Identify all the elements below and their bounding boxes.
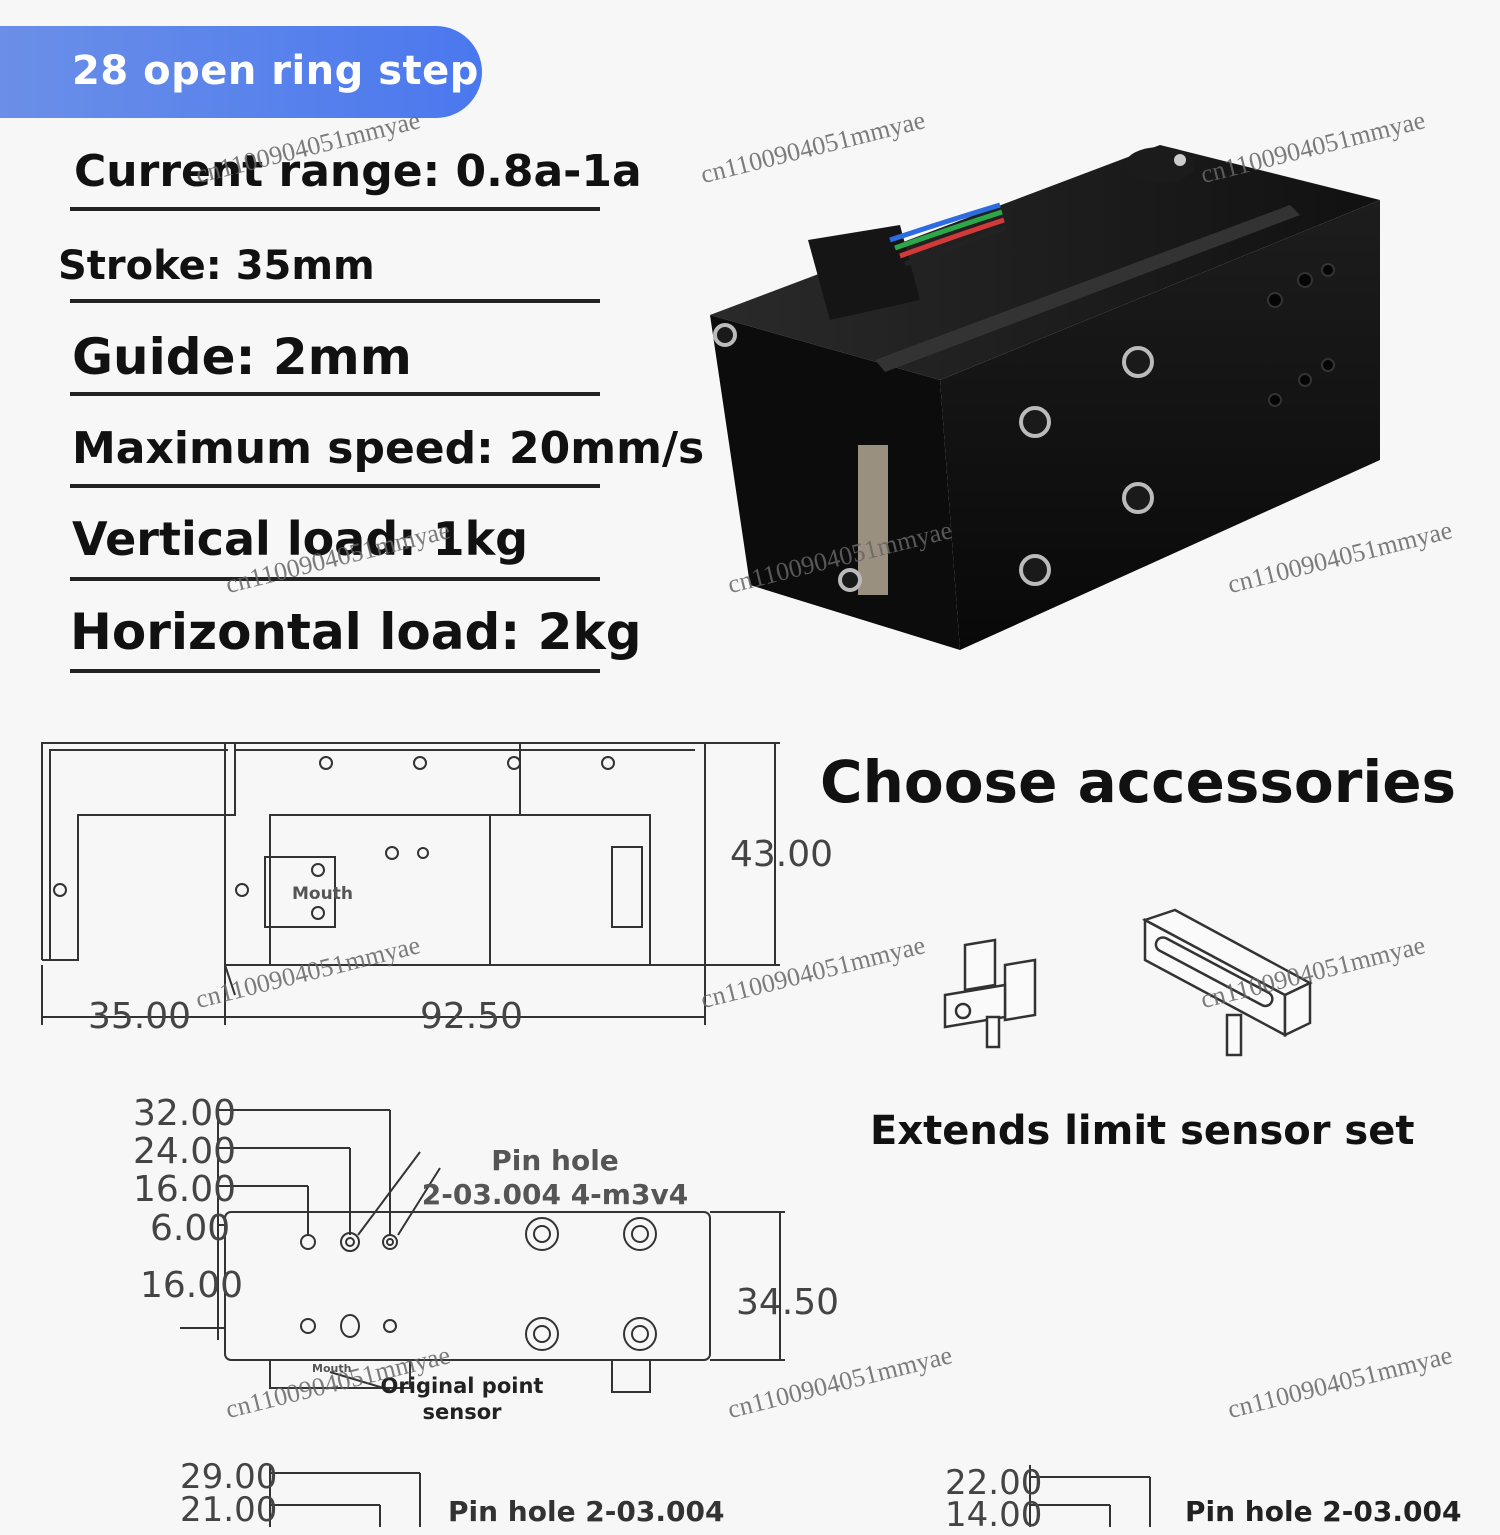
dim-height-43: 43.00 xyxy=(730,834,834,875)
dim-height-34: 34.50 xyxy=(736,1282,840,1323)
watermark: cn1100904051mmyae xyxy=(1224,1340,1456,1425)
page-title: 28 open ring step xyxy=(72,48,479,94)
side-view-drawing xyxy=(41,742,780,1025)
mouth-label-small: Mouth xyxy=(312,1362,352,1375)
accessories-heading: Choose accessories xyxy=(820,748,1457,816)
divider xyxy=(70,392,600,396)
sensor-label: Original point xyxy=(380,1374,544,1398)
dim-16-vertical: 16.00 xyxy=(140,1265,244,1306)
accessories-caption: Extends limit sensor set xyxy=(870,1108,1415,1154)
divider xyxy=(70,669,600,673)
dim-left-35: 35.00 xyxy=(88,996,192,1037)
spec-vertical-load: Vertical load: 1kg xyxy=(72,512,529,566)
pin-hole-spec: 2-03.004 4-m3v4 xyxy=(421,1178,689,1211)
pin-hole-title: Pin hole xyxy=(491,1144,619,1177)
dim-16: 16.00 xyxy=(133,1169,237,1210)
dim-length-92: 92.50 xyxy=(420,996,524,1037)
dim-21: 21.00 xyxy=(180,1490,278,1530)
divider xyxy=(70,207,600,211)
dim-24: 24.00 xyxy=(133,1131,237,1172)
dim-6: 6.00 xyxy=(150,1208,231,1249)
product-photo xyxy=(710,145,1380,650)
dim-32: 32.00 xyxy=(133,1093,237,1134)
top-view-drawing xyxy=(180,1105,785,1393)
pin-hole-bottom-left: Pin hole 2-03.004 xyxy=(448,1495,725,1528)
bottom-left-drawing xyxy=(269,1465,421,1527)
spec-max-speed: Maximum speed: 20mm/s xyxy=(72,423,705,474)
sensor-accessory-drawing xyxy=(943,908,1313,1057)
sensor-label-2: sensor xyxy=(422,1400,502,1424)
divider xyxy=(70,484,600,488)
divider xyxy=(70,577,600,581)
spec-current-range: Current range: 0.8a-1a xyxy=(74,146,642,197)
dim-22: 22.00 xyxy=(945,1463,1043,1503)
mouth-label: Mouth xyxy=(292,884,353,904)
dim-29: 29.00 xyxy=(180,1457,278,1497)
dim-14: 14.00 xyxy=(945,1495,1043,1535)
bottom-right-drawing xyxy=(1029,1465,1151,1527)
spec-guide: Guide: 2mm xyxy=(72,328,412,386)
divider xyxy=(70,299,600,303)
spec-horizontal-load: Horizontal load: 2kg xyxy=(70,603,642,661)
spec-stroke: Stroke: 35mm xyxy=(58,243,375,289)
title-banner: 28 open ring step xyxy=(0,26,482,118)
pin-hole-bottom-right: Pin hole 2-03.004 xyxy=(1185,1495,1462,1528)
